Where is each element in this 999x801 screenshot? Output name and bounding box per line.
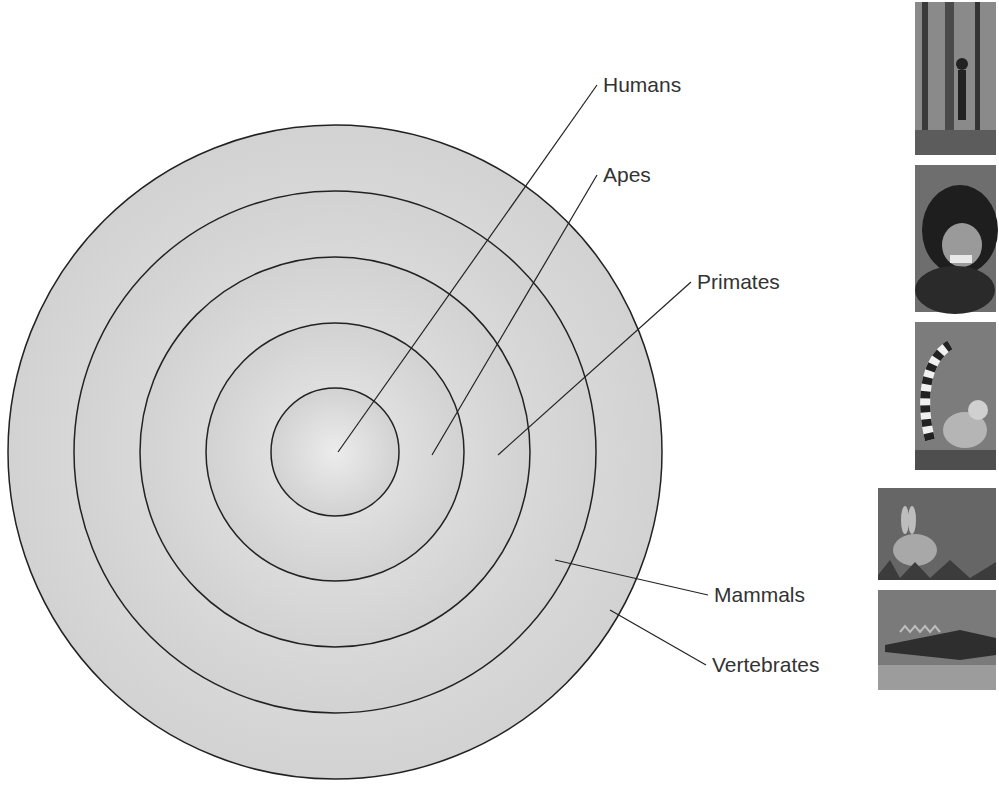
set-label: Vertebrates bbox=[712, 652, 819, 677]
label-holder: Mammals bbox=[714, 582, 805, 607]
leader-line bbox=[610, 610, 706, 665]
leader-line bbox=[432, 175, 597, 455]
crocodile-photo bbox=[878, 590, 996, 690]
lemur-photo bbox=[915, 322, 996, 470]
circle-outline bbox=[270, 387, 400, 517]
label-holder: Humans bbox=[603, 72, 681, 97]
label-holder: Primates bbox=[697, 269, 780, 294]
circle-outline bbox=[139, 256, 531, 648]
leader-line bbox=[555, 560, 708, 595]
circle-outline bbox=[73, 190, 597, 714]
set-label: Apes bbox=[603, 162, 651, 187]
set-circle: MammalsPrimatesApesHumans bbox=[73, 190, 597, 714]
set-circle: ApesHumans bbox=[205, 322, 465, 582]
set-label: Humans bbox=[603, 72, 681, 97]
circle-outline bbox=[205, 322, 465, 582]
forest-photo bbox=[915, 2, 996, 155]
leader-line bbox=[338, 85, 597, 452]
circle-outline bbox=[7, 124, 663, 780]
rabbit-photo bbox=[878, 488, 996, 580]
label-holder: Apes bbox=[603, 162, 651, 187]
set-circle: PrimatesApesHumans bbox=[139, 256, 531, 648]
label-holder: Vertebrates bbox=[712, 652, 819, 677]
leader-line bbox=[498, 282, 691, 455]
set-label: Mammals bbox=[714, 582, 805, 607]
set-circle: VertebratesMammalsPrimatesApesHumans bbox=[7, 124, 663, 780]
set-label: Primates bbox=[697, 269, 780, 294]
chimpanzee-photo bbox=[915, 165, 998, 314]
set-circle: Humans bbox=[270, 387, 400, 517]
